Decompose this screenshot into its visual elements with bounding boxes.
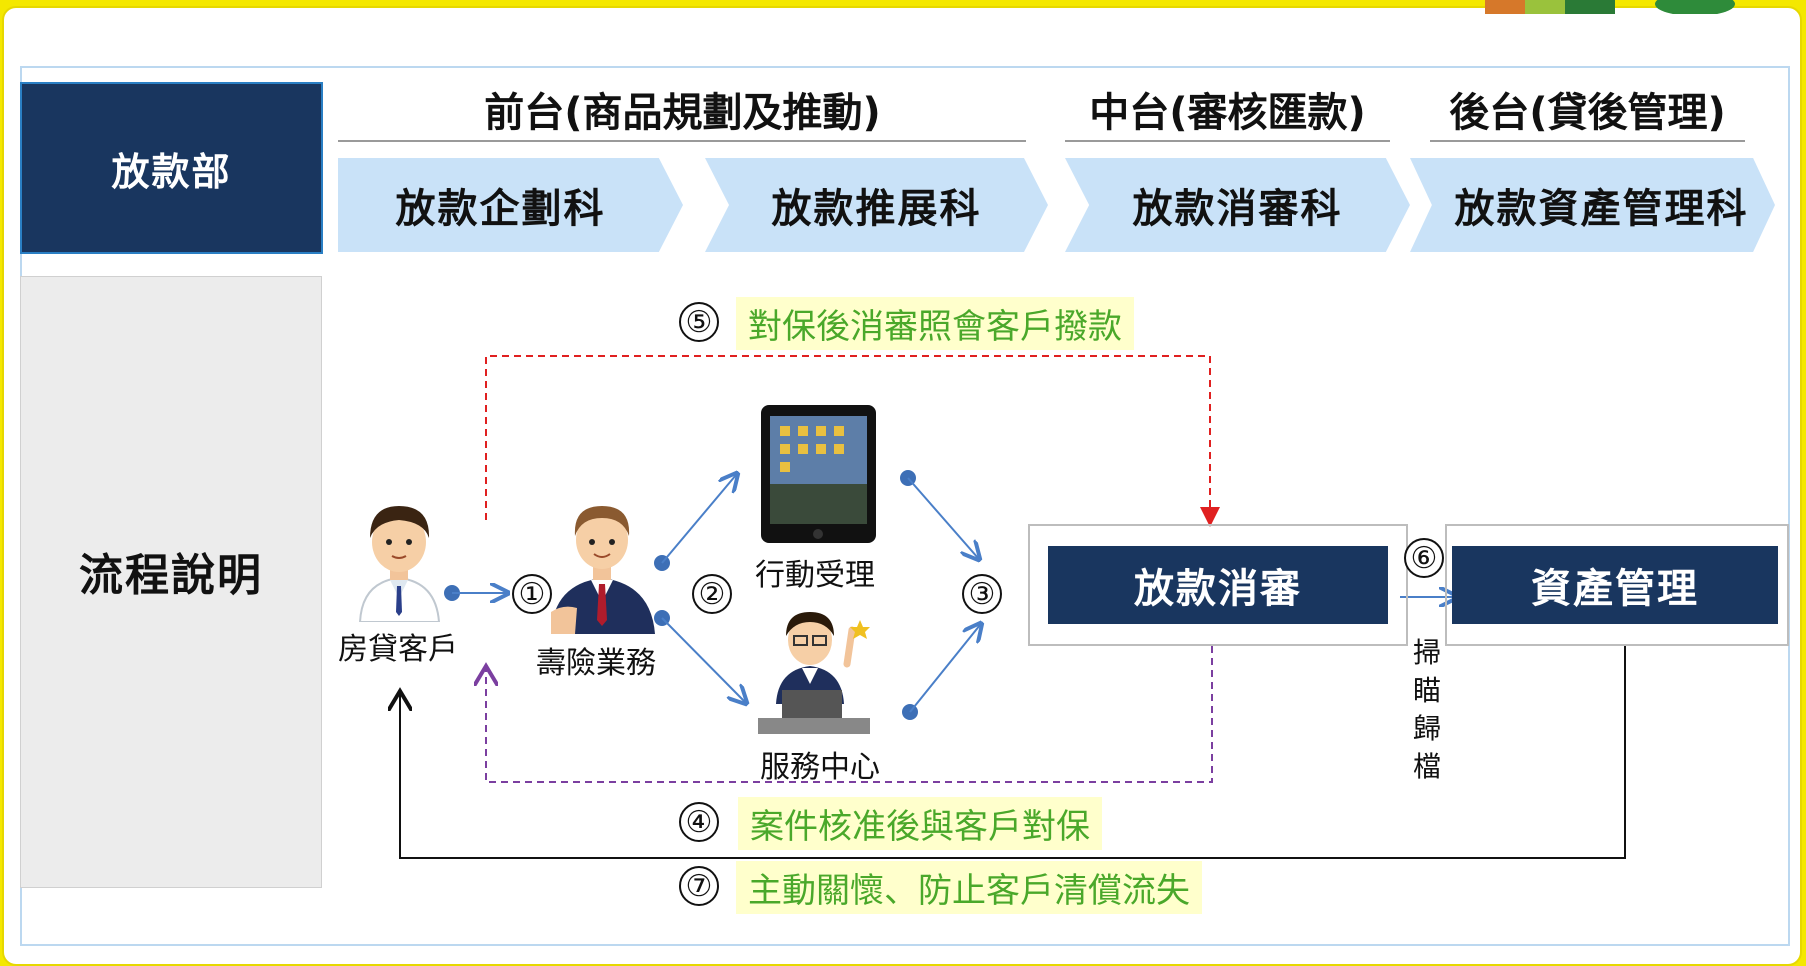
step4-number: ④: [679, 802, 719, 842]
department-title: 放款部: [20, 82, 323, 254]
tablet-icon: [761, 405, 876, 543]
group-middle-title: 中台(審核匯款): [1089, 90, 1366, 136]
group-middle-underline: [1065, 140, 1390, 142]
group-front-underline: [338, 140, 1026, 142]
review-outer-frame: [1028, 524, 1408, 646]
scan-archive-char: 瞄: [1412, 674, 1441, 707]
mobile-to-review-arrow: [907, 477, 978, 558]
step6-number: ⑥: [1404, 538, 1444, 578]
step4-dashed-route: [486, 646, 1213, 783]
section-asset-management: 放款資產管理科: [1410, 158, 1775, 252]
step5-text: 對保後消審照會客戶撥款: [736, 297, 1134, 350]
customer-icon: [358, 506, 441, 622]
step5-number: ⑤: [679, 302, 719, 342]
insurance-agent-label: 壽險業務: [536, 646, 656, 681]
insurance-agent-icon: [551, 506, 655, 634]
service-center-icon: [758, 612, 870, 734]
step4-text: 案件核准後與客戶對保: [738, 797, 1102, 850]
section-review: 放款消審科: [1065, 158, 1410, 252]
mobile-acceptance-label: 行動受理: [755, 558, 875, 593]
section-planning: 放款企劃科: [338, 158, 683, 252]
step2-number: ②: [692, 574, 732, 614]
decorative-logo-strip: [1485, 0, 1735, 14]
asset-box: 資產管理: [1452, 546, 1778, 624]
group-back-title: 後台(貸後管理): [1449, 90, 1726, 136]
insurance-to-mobile-arrow: [661, 475, 736, 564]
step7-number: ⑦: [679, 866, 719, 906]
scan-archive-char: 歸: [1412, 712, 1441, 745]
review-box: 放款消審: [1048, 546, 1388, 624]
insurance-to-center-arrow: [661, 617, 745, 702]
process-row-label-cell: 流程說明: [20, 276, 322, 888]
step1-number: ①: [512, 574, 552, 614]
group-front-title: 前台(商品規劃及推動): [484, 90, 881, 136]
scan-archive-char: 檔: [1412, 750, 1441, 783]
process-row-label: 流程說明: [79, 550, 263, 601]
step3-number: ③: [962, 574, 1002, 614]
asset-outer-frame: [1445, 524, 1789, 646]
scan-archive-label: 掃 瞄 歸 檔: [1410, 634, 1444, 786]
customer-label: 房貸客戶: [338, 632, 458, 667]
service-center-label: 服務中心: [760, 750, 880, 785]
section-promotion: 放款推展科: [705, 158, 1048, 252]
group-back-underline: [1430, 140, 1745, 142]
scan-archive-char: 掃: [1412, 636, 1441, 669]
center-to-review-arrow: [909, 625, 980, 713]
step7-return-route: [400, 646, 1626, 859]
step7-text: 主動關懷、防止客戶清償流失: [736, 861, 1202, 914]
